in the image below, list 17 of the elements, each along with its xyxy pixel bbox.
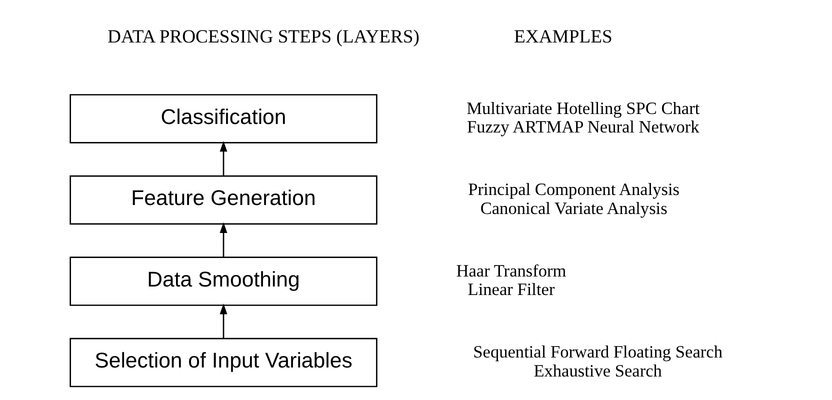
node-box: Feature Generation (70, 175, 378, 225)
node-label: Multivariate Hotelling SPC Chart (466, 98, 700, 118)
arrow (220, 141, 228, 176)
node-box: Selection of Input Variables (70, 338, 378, 388)
arrow (220, 304, 228, 338)
node-label: Sequential Forward Floating Search (473, 342, 722, 362)
node-label: Linear Filter (468, 280, 555, 300)
node-label: Canonical Variate Analysis (480, 198, 668, 218)
node-label: Haar Transform (456, 261, 566, 280)
label: EXAMPLES (514, 26, 612, 48)
node-label: Principal Component Analysis (468, 180, 680, 200)
arrow (220, 222, 228, 258)
node-box: Data Smoothing (70, 256, 378, 306)
node-label: Exhaustive Search (534, 361, 662, 380)
label: DATA PROCESSING STEPS (LAYERS) (108, 26, 420, 48)
node-box: Classification (70, 94, 378, 144)
node-label: Fuzzy ARTMAP Neural Network (467, 118, 700, 137)
